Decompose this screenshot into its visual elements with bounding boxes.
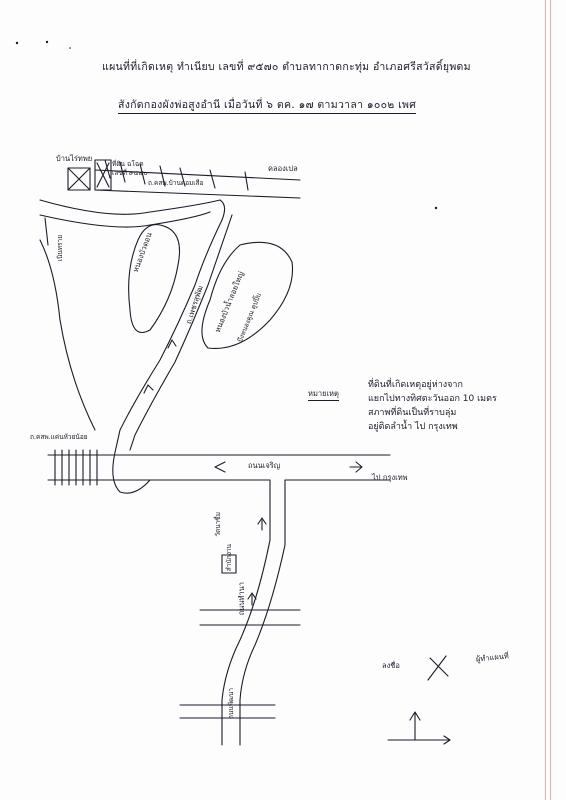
winding-road-1 (115, 219, 223, 449)
small-building (221, 554, 237, 574)
margin-line-2 (550, 0, 551, 800)
south-road-1 (221, 479, 271, 746)
north-arrow (409, 711, 421, 741)
legend-note: ที่ดินที่เกิดเหตุอยู่ห่างจาก แยกไปทางทิศ… (368, 378, 538, 434)
label-road-south2: ถนนพัฒนา (227, 688, 235, 720)
pond-left (128, 224, 181, 334)
label-lane-upper: ถ.คสพ.บ้านดอมเสือ (148, 179, 204, 187)
label-building-small: สำนักงาน (225, 544, 233, 572)
label-left-edge: เนินทราย (56, 235, 64, 262)
main-road-hatch (54, 449, 98, 486)
plot-box (94, 159, 112, 191)
label-house-plot: ที่ดิน ฉโฉด เลขที่ ๙๕๗๐ (112, 160, 148, 177)
margin-line (545, 0, 546, 800)
title-line-1: แผนที่ที่เกิดเหตุ ทำเนียบ เลขที่ ๙๕๗๐ ตำ… (102, 61, 471, 73)
label-main-road: ถนนเจริญ (248, 461, 281, 470)
label-to-bangkok: ไป กรุงเทพ (372, 473, 408, 482)
label-canal-top: คลองเปล (268, 164, 298, 173)
lane-upper (39, 199, 226, 221)
legend-heading: หมายเหตุ (308, 388, 339, 401)
signature-label: ลงชื่อ (382, 661, 400, 670)
legend-line-2: แยกไปทางทิศตะวันออก 10 เมตร (368, 394, 497, 404)
label-temple: วัดนาซื่ม (214, 512, 222, 537)
pond-right (201, 241, 294, 349)
title-line-2: สังกัดกองผังพ่อสูงอำนี เมื่อวันที่ ๖ ตค.… (118, 96, 417, 114)
winding-road-2 (129, 214, 233, 451)
label-house-owner: บ้านไร่ทพย (56, 154, 93, 163)
signature-mark (427, 655, 449, 681)
legend-line-3: สภาพที่ดินเป็นที่ราบลุ่ม (368, 408, 457, 418)
left-boundary (39, 239, 96, 431)
house-box (67, 167, 91, 191)
label-road-south: ถนนทำนา (237, 582, 246, 616)
south-road-2 (239, 479, 286, 746)
label-junction-left: ถ.คสพ.แค่นห้วยน้อย (30, 433, 88, 441)
canal-top-lines (94, 169, 301, 199)
legend-line-4: อยู่ติดลำน้ำ ไป กรุงเทพ (368, 422, 458, 432)
canal-hatch (104, 159, 249, 191)
legend-line-1: ที่ดินที่เกิดเหตุอยู่ห่างจาก (368, 380, 463, 390)
